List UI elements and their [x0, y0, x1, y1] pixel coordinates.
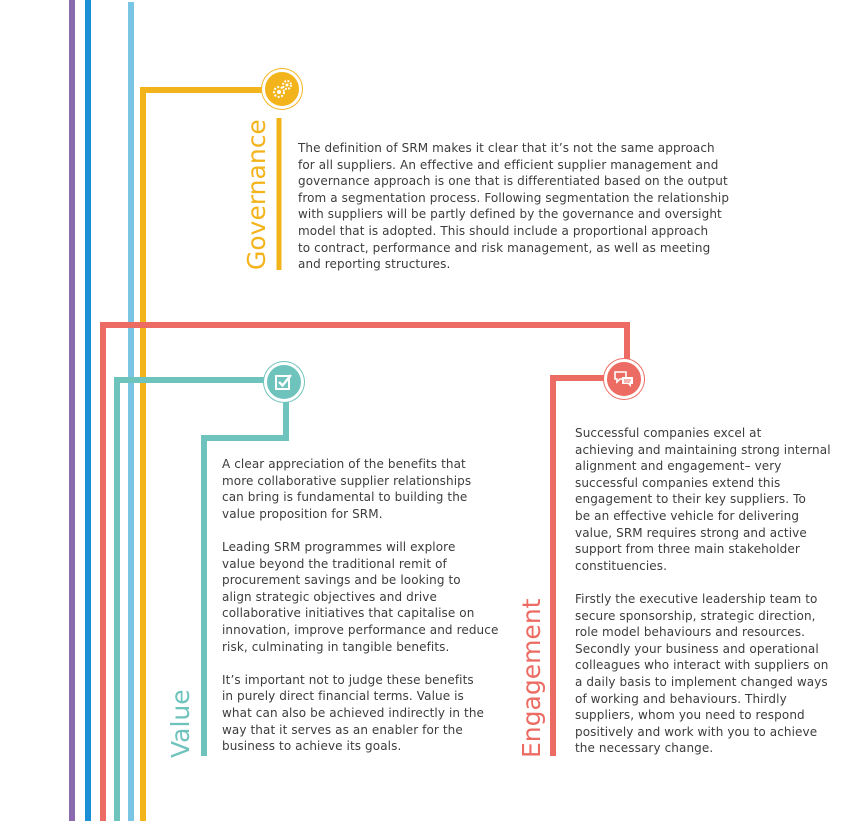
- engagement-paragraph-2: Firstly the executive leadership team to…: [575, 591, 829, 756]
- engagement-text: Successful companies excel at achieving …: [575, 425, 847, 757]
- gears-icon: [273, 80, 292, 98]
- value-text: A clear appreciation of the benefits tha…: [222, 456, 522, 755]
- governance-line: [140, 87, 262, 821]
- engagement-outer-line: [100, 322, 630, 821]
- governance-icon: [262, 69, 302, 109]
- checkbox-icon: [275, 374, 292, 390]
- value-inner-line: [201, 402, 289, 756]
- value-icon: [264, 362, 304, 402]
- governance-paragraph: The definition of SRM makes it clear tha…: [298, 141, 730, 272]
- value-outer-line: [114, 377, 264, 821]
- engagement-title: Engagement: [517, 598, 546, 758]
- engagement-inner-line: [550, 375, 604, 756]
- governance-text: The definition of SRM makes it clear tha…: [298, 140, 768, 273]
- value-paragraph-1: A clear appreciation of the benefits tha…: [222, 457, 472, 521]
- governance-title: Governance: [242, 119, 271, 270]
- engagement-icon: [604, 359, 644, 399]
- engagement-paragraph-1: Successful companies excel at achieving …: [575, 426, 831, 573]
- value-paragraph-3: It’s important not to judge these benefi…: [222, 672, 485, 754]
- value-title: Value: [166, 689, 195, 758]
- speech-bubbles-icon: [614, 371, 633, 387]
- value-paragraph-2: Leading SRM programmes will explore valu…: [222, 539, 499, 654]
